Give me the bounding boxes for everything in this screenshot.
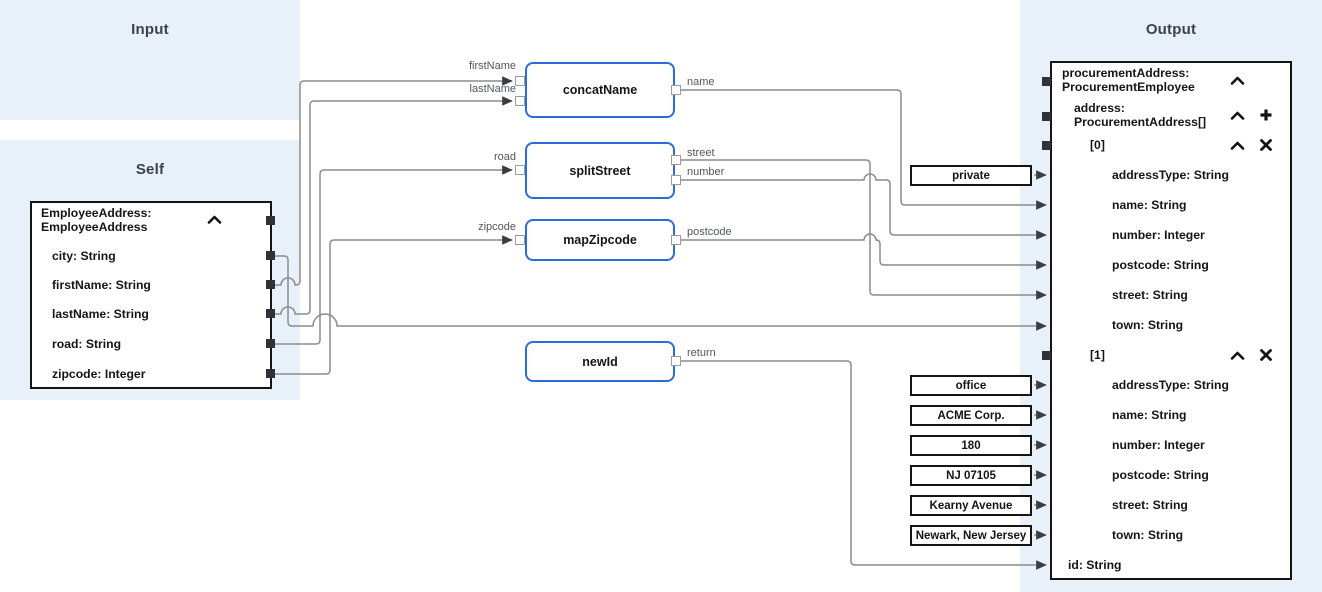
constant-office[interactable]: office xyxy=(910,375,1032,396)
input-panel-title: Input xyxy=(131,21,169,38)
collapse-chevron-up-icon[interactable] xyxy=(1230,76,1245,85)
constant-180-label: 180 xyxy=(961,439,981,452)
target-document-procurementaddress[interactable] xyxy=(1050,61,1292,580)
function-splitstreet[interactable]: splitStreet xyxy=(525,142,675,199)
function-mapzipcode[interactable]: mapZipcode xyxy=(525,219,675,261)
wire-firstname-to-concatname xyxy=(275,76,513,286)
target-field-0-name[interactable]: name: String xyxy=(1112,198,1187,212)
target-field-1-addresstype[interactable]: addressType: String xyxy=(1112,378,1229,392)
constant-kearny-avenue-label: Kearny Avenue xyxy=(929,499,1013,512)
connector-source-zipcode[interactable] xyxy=(266,369,275,378)
target-field-1-name[interactable]: name: String xyxy=(1112,408,1187,422)
port-concatname-out-name[interactable] xyxy=(671,85,681,95)
port-label-street: street xyxy=(687,147,715,159)
port-splitstreet-out-number[interactable] xyxy=(671,175,681,185)
port-label-postcode: postcode xyxy=(687,226,732,238)
target-address-title: address: ProcurementAddress[] xyxy=(1074,101,1207,129)
self-panel-title: Self xyxy=(135,161,165,178)
source-field-road[interactable]: road: String xyxy=(52,337,122,351)
remove-item-x-icon[interactable] xyxy=(1260,139,1272,151)
wire-street-to-street0 xyxy=(681,159,1047,300)
wire-name-to-name0 xyxy=(681,89,1047,210)
wire-postcode-to-postcode0 xyxy=(681,233,1047,270)
port-label-return: return xyxy=(687,347,716,359)
collapse-chevron-up-icon[interactable] xyxy=(1230,351,1245,360)
port-label-lastname: lastName xyxy=(469,83,516,95)
function-concatname-label: concatName xyxy=(562,83,638,97)
constant-newark-new-jersey-label: Newark, New Jersey xyxy=(915,529,1027,542)
target-field-1-street[interactable]: street: String xyxy=(1112,498,1188,512)
port-mapzipcode-in-zipcode[interactable] xyxy=(515,235,525,245)
port-label-number: number xyxy=(687,166,725,178)
target-field-0-postcode[interactable]: postcode: String xyxy=(1112,258,1209,272)
port-label-zipcode: zipcode xyxy=(478,221,516,233)
target-field-1-number[interactable]: number: Integer xyxy=(1112,438,1205,452)
target-field-0-street[interactable]: street: String xyxy=(1112,288,1188,302)
port-newid-out-return[interactable] xyxy=(671,356,681,366)
wire-road-to-splitstreet xyxy=(275,165,513,345)
source-document-employeeaddress[interactable] xyxy=(30,201,272,389)
port-label-name: name xyxy=(687,76,715,88)
source-field-city[interactable]: city: String xyxy=(52,249,116,263)
port-label-road: road xyxy=(493,151,516,163)
connector-target-root[interactable] xyxy=(1042,77,1051,86)
target-root-title: procurementAddress: ProcurementEmployee xyxy=(1062,66,1195,94)
collapse-chevron-up-icon[interactable] xyxy=(207,215,222,224)
source-field-firstname[interactable]: firstName: String xyxy=(52,278,151,292)
constant-acme-corp[interactable]: ACME Corp. xyxy=(910,405,1032,426)
port-label-firstname: firstName xyxy=(468,60,516,72)
remove-item-x-icon[interactable] xyxy=(1260,349,1272,361)
target-field-1-postcode[interactable]: postcode: String xyxy=(1112,468,1209,482)
target-field-0-addresstype[interactable]: addressType: String xyxy=(1112,168,1229,182)
target-field-0-number[interactable]: number: Integer xyxy=(1112,228,1205,242)
port-mapzipcode-out-postcode[interactable] xyxy=(671,235,681,245)
constant-180[interactable]: 180 xyxy=(910,435,1032,456)
wire-city-to-town0 xyxy=(275,255,1047,331)
collapse-chevron-up-icon[interactable] xyxy=(1230,141,1245,150)
constant-newark-new-jersey[interactable]: Newark, New Jersey xyxy=(910,525,1032,546)
constant-kearny-avenue[interactable]: Kearny Avenue xyxy=(910,495,1032,516)
add-item-plus-icon[interactable] xyxy=(1259,108,1273,122)
constant-private-label: private xyxy=(952,169,990,182)
function-splitstreet-label: splitStreet xyxy=(569,163,631,178)
port-splitstreet-out-street[interactable] xyxy=(671,155,681,165)
function-newid[interactable]: newId xyxy=(525,341,675,382)
connector-source-document[interactable] xyxy=(266,216,275,225)
target-field-0-town[interactable]: town: String xyxy=(1112,318,1184,332)
wire-return-to-id xyxy=(681,360,1047,570)
port-concatname-in-lastname[interactable] xyxy=(515,96,525,106)
output-panel-title: Output xyxy=(1145,21,1197,38)
constant-acme-corp-label: ACME Corp. xyxy=(937,409,1005,422)
source-document-title: EmployeeAddress: EmployeeAddress xyxy=(41,206,152,234)
port-concatname-in-firstname[interactable] xyxy=(515,76,525,86)
connector-source-lastname[interactable] xyxy=(266,309,275,318)
target-field-id[interactable]: id: String xyxy=(1068,558,1122,572)
wire-lastname-to-concatname xyxy=(275,96,513,315)
connector-target-item-1[interactable] xyxy=(1042,351,1051,360)
connector-source-firstname[interactable] xyxy=(266,280,275,289)
target-item-1-index[interactable]: [1] xyxy=(1090,348,1105,362)
input-panel: Input xyxy=(0,0,300,120)
constant-nj-07105[interactable]: NJ 07105 xyxy=(910,465,1032,486)
wire-number-to-number0 xyxy=(681,173,1047,240)
port-splitstreet-in-road[interactable] xyxy=(515,165,525,175)
wire-zipcode-to-mapzipcode xyxy=(275,235,513,375)
constant-private[interactable]: private xyxy=(910,165,1032,186)
connector-source-road[interactable] xyxy=(266,339,275,348)
function-concatname[interactable]: concatName xyxy=(525,62,675,118)
target-field-1-town[interactable]: town: String xyxy=(1112,528,1184,542)
connector-target-item-0[interactable] xyxy=(1042,141,1051,150)
connector-target-address[interactable] xyxy=(1042,112,1051,121)
constant-office-label: office xyxy=(955,379,987,392)
function-newid-label: newId xyxy=(582,354,618,369)
connector-source-city[interactable] xyxy=(266,251,275,260)
constant-nj-07105-label: NJ 07105 xyxy=(946,469,996,482)
source-field-zipcode[interactable]: zipcode: Integer xyxy=(52,367,146,381)
source-field-lastname[interactable]: lastName: String xyxy=(52,307,149,321)
function-mapzipcode-label: mapZipcode xyxy=(563,233,637,247)
target-item-0-index[interactable]: [0] xyxy=(1090,138,1105,152)
collapse-chevron-up-icon[interactable] xyxy=(1230,111,1245,120)
